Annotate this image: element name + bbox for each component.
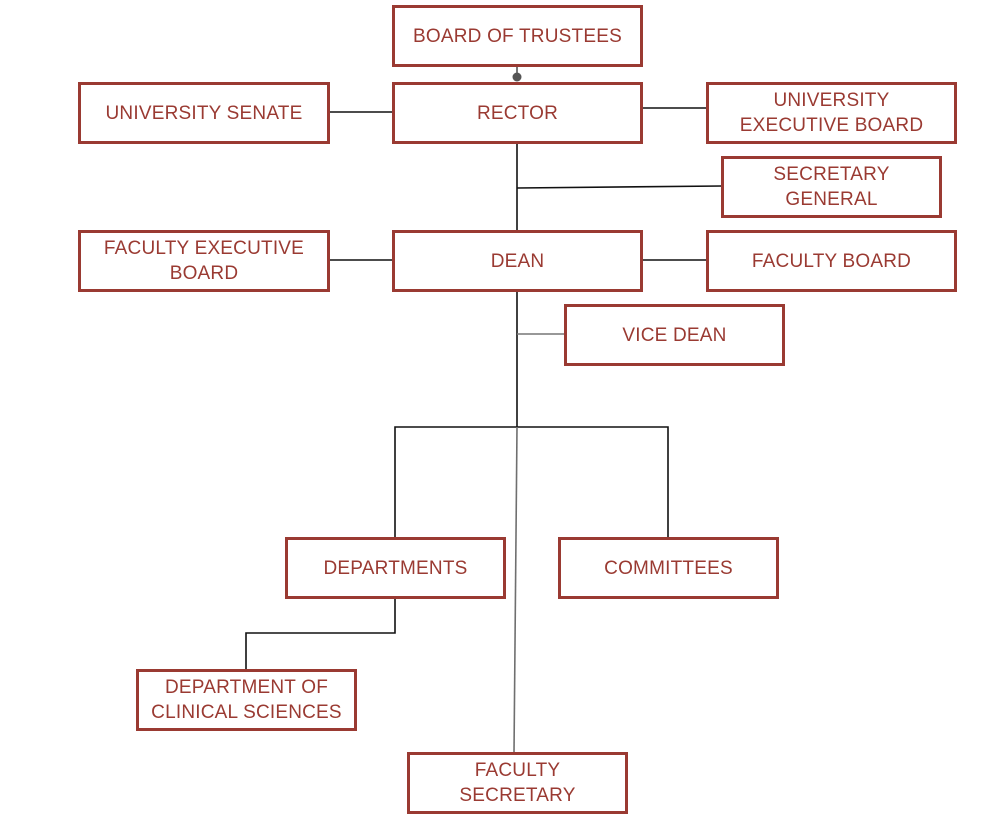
- node-faculty-executive-board[interactable]: FACULTY EXECUTIVE BOARD: [78, 230, 330, 292]
- node-label: DEAN: [490, 250, 545, 272]
- node-university-executive-board[interactable]: UNIVERSITY EXECUTIVE BOARD: [706, 82, 957, 144]
- node-label: DEPARTMENT OF CLINICAL SCIENCES: [151, 677, 342, 723]
- node-label: FACULTY SECRETARY: [459, 760, 576, 806]
- node-departments[interactable]: DEPARTMENTS: [285, 537, 506, 599]
- node-label: BOARD OF TRUSTEES: [413, 25, 622, 47]
- node-faculty-secretary[interactable]: FACULTY SECRETARY: [407, 752, 628, 814]
- node-vice-dean[interactable]: VICE DEAN: [564, 304, 785, 366]
- node-rector[interactable]: RECTOR: [392, 82, 643, 144]
- node-label: UNIVERSITY EXECUTIVE BOARD: [739, 90, 924, 136]
- node-label: FACULTY BOARD: [751, 250, 912, 272]
- edge-departments-clinical-sciences: [245, 598, 396, 670]
- edge-rector-secretary-general: [516, 185, 723, 189]
- node-department-of-clinical-sciences[interactable]: DEPARTMENT OF CLINICAL SCIENCES: [136, 669, 357, 731]
- node-university-senate[interactable]: UNIVERSITY SENATE: [78, 82, 330, 144]
- node-label: DEPARTMENTS: [323, 557, 468, 579]
- node-label: RECTOR: [476, 102, 559, 124]
- node-label: UNIVERSITY SENATE: [105, 102, 303, 124]
- node-label: COMMITTEES: [604, 557, 733, 579]
- node-label: FACULTY EXECUTIVE BOARD: [103, 238, 305, 284]
- node-board-of-trustees[interactable]: BOARD OF TRUSTEES: [392, 5, 643, 67]
- node-faculty-board[interactable]: FACULTY BOARD: [706, 230, 957, 292]
- node-secretary-general[interactable]: SECRETARY GENERAL: [721, 156, 942, 218]
- edge-dean-departments-committees: [394, 426, 669, 538]
- node-label: SECRETARY GENERAL: [773, 164, 890, 210]
- node-label: VICE DEAN: [622, 324, 727, 346]
- node-dean[interactable]: DEAN: [392, 230, 643, 292]
- connector-dot: [512, 72, 522, 82]
- node-committees[interactable]: COMMITTEES: [558, 537, 779, 599]
- edge-dean-faculty-secretary: [513, 426, 518, 754]
